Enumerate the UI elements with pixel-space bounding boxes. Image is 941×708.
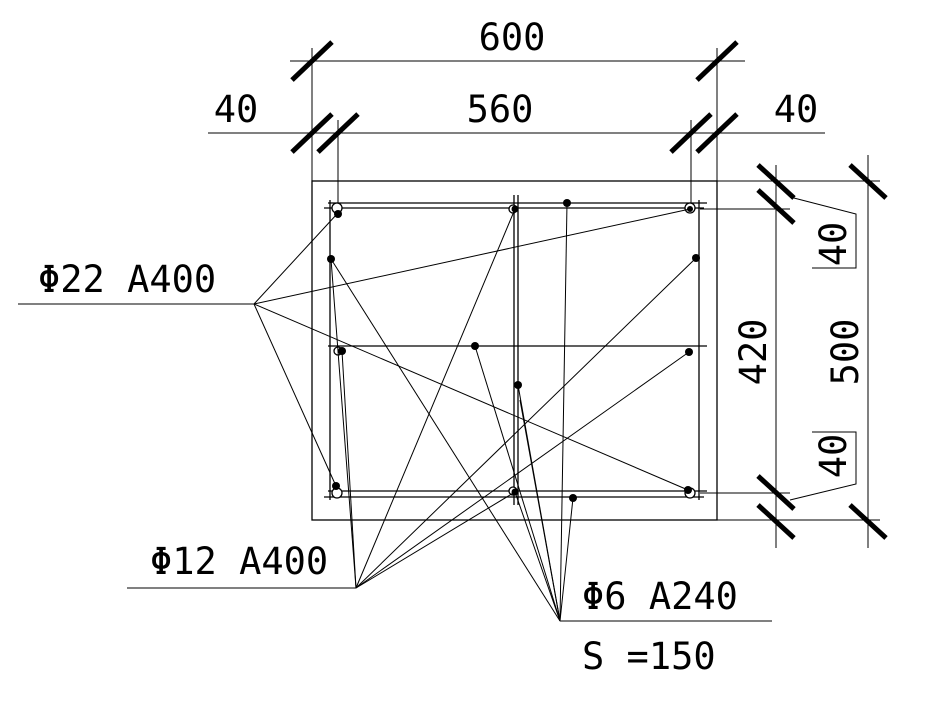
dimension-right: 40 420 500 40 xyxy=(312,155,888,548)
dim-label-left-cover: 40 xyxy=(214,88,259,131)
leader-side-bars: Φ12 A400 xyxy=(127,208,697,589)
dimension-inner-width: 40 560 40 xyxy=(208,88,825,205)
label-main-bars: Φ22 A400 xyxy=(38,258,216,301)
label-spacing: S =150 xyxy=(582,635,716,678)
dim-label-500: 500 xyxy=(824,319,867,386)
dim-label-420: 420 xyxy=(732,319,775,386)
label-side-bars: Φ12 A400 xyxy=(150,540,328,583)
leader-main-bars: Φ22 A400 xyxy=(18,208,691,491)
leader-stirrups: Φ6 A240 S =150 xyxy=(330,202,772,678)
dim-label-600: 600 xyxy=(479,16,546,59)
concrete-section xyxy=(311,180,718,521)
dim-label-top-cover: 40 xyxy=(812,222,855,267)
dimension-total-width: 600 xyxy=(290,16,745,520)
dim-label-right-cover: 40 xyxy=(774,88,819,131)
dim-label-560: 560 xyxy=(467,88,534,131)
dim-label-bottom-cover: 40 xyxy=(812,434,855,479)
label-stirrups: Φ6 A240 xyxy=(582,575,738,618)
